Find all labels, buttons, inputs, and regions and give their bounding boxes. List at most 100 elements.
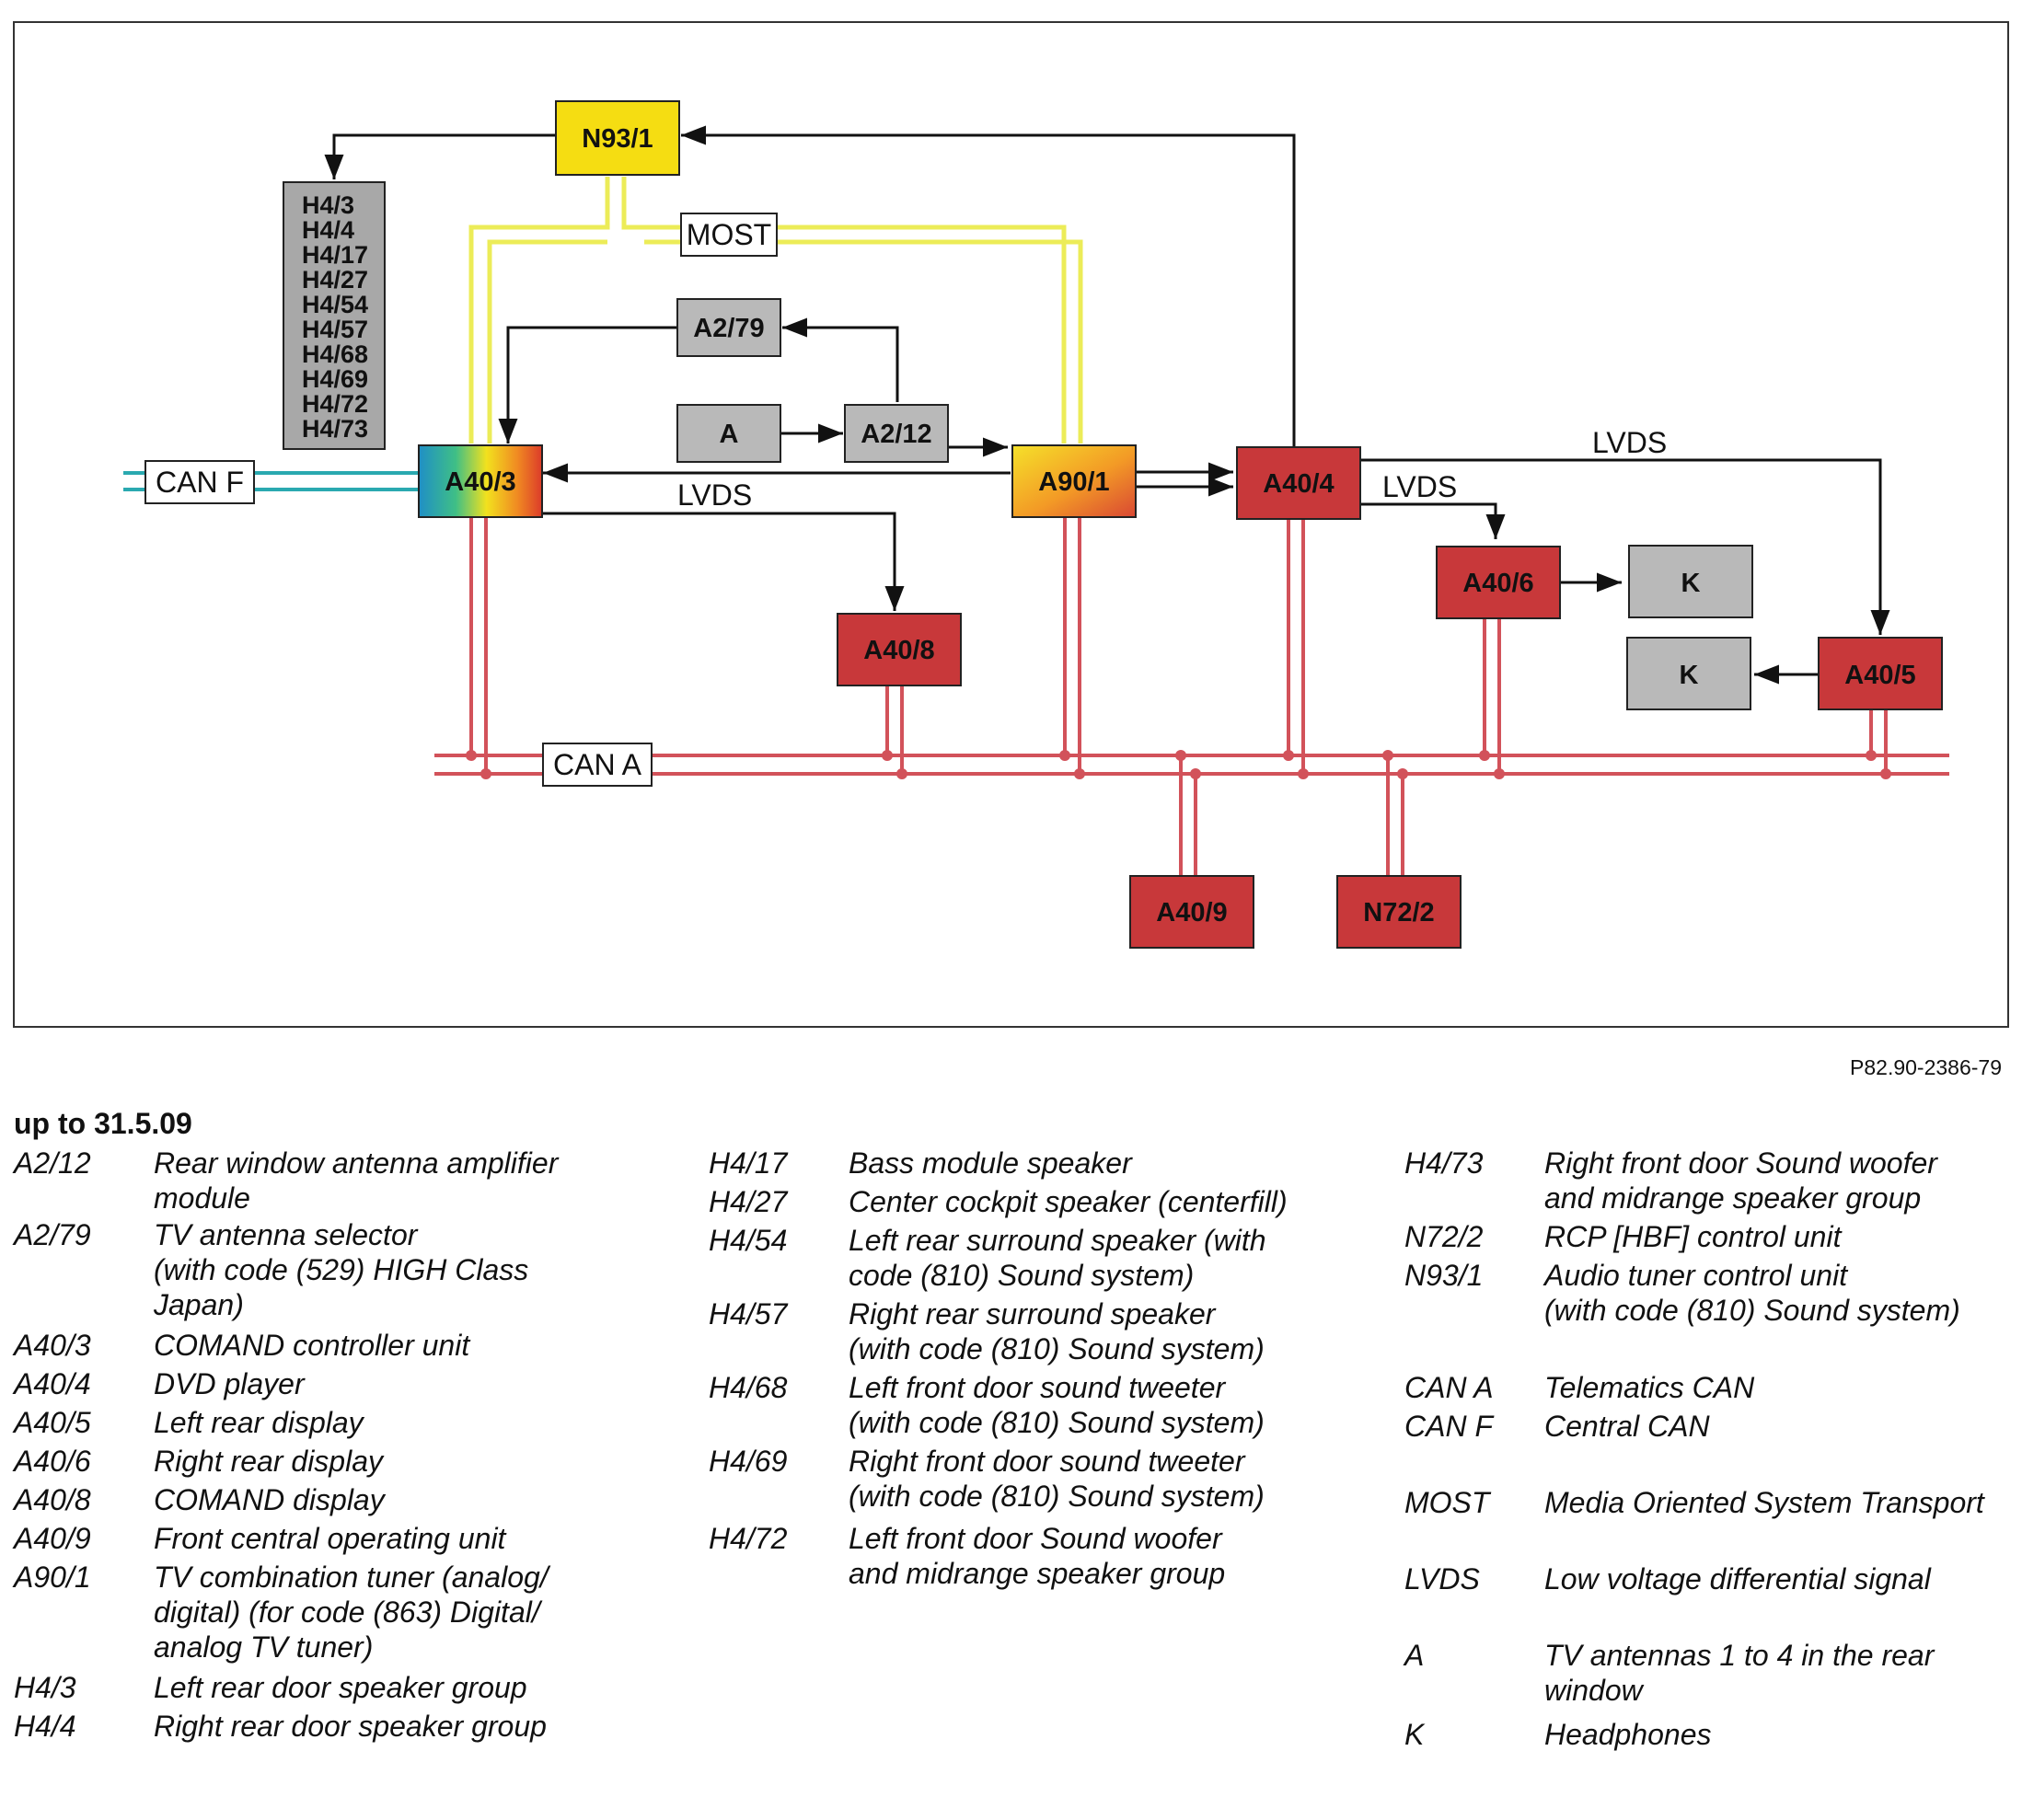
legend-desc: Center cockpit speaker (centerfill) <box>849 1185 1288 1218</box>
tag-lvds: LVDS <box>1592 426 1667 459</box>
tag-can-f: CAN F <box>144 460 255 504</box>
speaker-stack-label: H4/4 <box>302 216 354 244</box>
legend-desc: TV antenna selector (with code (529) HIG… <box>154 1218 529 1321</box>
node-label: A90/1 <box>1038 467 1109 497</box>
legend-code: H4/68 <box>709 1371 788 1404</box>
legend-code: H4/27 <box>709 1185 788 1218</box>
speaker-stack-label: H4/68 <box>302 340 368 368</box>
tag-most: MOST <box>680 213 778 257</box>
tag-label: CAN F <box>156 466 244 499</box>
node-a40-9: A40/9 <box>1129 875 1254 949</box>
node-a40-6: A40/6 <box>1436 546 1561 619</box>
tag-lvds: LVDS <box>1382 470 1457 503</box>
legend-code: K <box>1404 1718 1425 1751</box>
speaker-stack-label: H4/54 <box>302 291 368 318</box>
legend-desc: Right rear display <box>154 1445 383 1478</box>
legend-desc: Left rear door speaker group <box>154 1671 527 1704</box>
tag-label: CAN A <box>553 748 642 781</box>
legend-code: H4/57 <box>709 1297 788 1330</box>
legend-desc: COMAND controller unit <box>154 1329 470 1362</box>
node-label: A40/6 <box>1462 569 1533 598</box>
node-a40-4: A40/4 <box>1236 446 1361 520</box>
node-label: N72/2 <box>1363 898 1434 927</box>
legend-desc: Media Oriented System Transport <box>1544 1486 1984 1519</box>
speaker-stack-label: H4/27 <box>302 266 368 294</box>
node-label: A40/8 <box>863 636 934 665</box>
node-label: A40/3 <box>445 467 515 497</box>
node-n72-2: N72/2 <box>1336 875 1462 949</box>
can-a-junctions <box>466 750 1891 779</box>
legend-code: H4/4 <box>14 1710 76 1743</box>
legend-desc: Left rear display <box>154 1406 364 1439</box>
legend-desc: Bass module speaker <box>849 1146 1132 1180</box>
legend-desc: Central CAN <box>1544 1410 1710 1443</box>
node-label: K <box>1681 569 1701 598</box>
tag-lvds: LVDS <box>677 478 752 512</box>
speaker-stack-label: H4/3 <box>302 191 354 219</box>
can-a-bus <box>434 515 1949 876</box>
node-label: A <box>720 420 739 449</box>
legend-code: A40/4 <box>14 1367 91 1400</box>
legend-desc: Audio tuner control unit (with code (810… <box>1544 1259 1960 1327</box>
legend-code: CAN F <box>1404 1410 1493 1443</box>
node-a40-5: A40/5 <box>1818 637 1943 710</box>
speaker-stack-label: H4/69 <box>302 365 368 393</box>
legend-code: MOST <box>1404 1486 1490 1519</box>
legend-desc: Low voltage differential signal <box>1544 1562 1931 1595</box>
node-label: K <box>1680 661 1699 690</box>
legend-code: N72/2 <box>1404 1220 1484 1253</box>
legend-code: H4/17 <box>709 1146 788 1180</box>
legend-code: LVDS <box>1404 1562 1480 1595</box>
speaker-stack-label: H4/57 <box>302 316 368 343</box>
most-ring <box>468 177 1083 443</box>
legend-code: A2/12 <box>14 1146 91 1180</box>
speaker-stack-label: H4/72 <box>302 390 368 418</box>
legend-code: A40/5 <box>14 1406 91 1439</box>
legend-code: N93/1 <box>1404 1259 1484 1292</box>
figure-reference: P82.90-2386-79 <box>1850 1055 2002 1079</box>
legend-desc: Left front door Sound woofer and midrang… <box>849 1522 1226 1590</box>
legend-desc: Right front door sound tweeter (with cod… <box>849 1445 1265 1513</box>
node-n93-1: N93/1 <box>555 100 680 176</box>
legend-desc: Telematics CAN <box>1544 1371 1755 1404</box>
legend-desc: RCP [HBF] control unit <box>1544 1220 1842 1253</box>
legend-code: H4/69 <box>709 1445 788 1478</box>
legend-desc: Left front door sound tweeter (with code… <box>849 1371 1265 1439</box>
tag-can-a: CAN A <box>542 743 653 787</box>
speaker-stack-label: H4/17 <box>302 241 368 269</box>
tag-label: MOST <box>687 218 771 251</box>
node-k-1: K <box>1628 545 1753 618</box>
legend-code: A40/8 <box>14 1483 91 1516</box>
legend-desc: COMAND display <box>154 1483 385 1516</box>
legend-desc: Left rear surround speaker (with code (8… <box>849 1224 1266 1292</box>
wiring-diagram: H4/3 H4/4 H4/17 H4/27 H4/54 H4/57 H4/68 … <box>13 21 2009 1028</box>
legend-code: A <box>1404 1639 1425 1672</box>
node-label: A2/79 <box>693 314 764 343</box>
speaker-stack: H4/3 H4/4 H4/17 H4/27 H4/54 H4/57 H4/68 … <box>283 181 386 450</box>
legend-code: A40/6 <box>14 1445 91 1478</box>
node-k-2: K <box>1626 637 1751 710</box>
node-a40-3: A40/3 <box>418 444 543 518</box>
legend-code: H4/54 <box>709 1224 788 1257</box>
speaker-stack-box <box>283 181 386 450</box>
node-label: A40/9 <box>1156 898 1227 927</box>
legend-code: A40/9 <box>14 1522 91 1555</box>
legend-code: H4/73 <box>1404 1146 1484 1180</box>
node-a40-8: A40/8 <box>837 613 962 686</box>
legend-desc: Rear window antenna amplifier module <box>154 1146 559 1215</box>
legend-desc: Headphones <box>1544 1718 1712 1751</box>
legend-code: H4/72 <box>709 1522 788 1555</box>
node-label: A40/4 <box>1263 469 1334 499</box>
node-a: A <box>676 404 781 463</box>
node-a2-79: A2/79 <box>676 298 781 357</box>
legend-code: CAN A <box>1404 1371 1494 1404</box>
legend-title: up to 31.5.09 <box>14 1107 192 1140</box>
node-label: N93/1 <box>582 124 653 154</box>
legend-desc: TV combination tuner (analog/ digital) (… <box>154 1561 549 1664</box>
legend-desc: TV antennas 1 to 4 in the rear window <box>1544 1639 1935 1707</box>
node-a90-1: A90/1 <box>1011 444 1137 518</box>
legend-code: A2/79 <box>14 1218 91 1251</box>
node-label: A40/5 <box>1844 661 1915 690</box>
signal-connections <box>324 125 1890 685</box>
legend-desc: Right rear surround speaker (with code (… <box>849 1297 1265 1365</box>
